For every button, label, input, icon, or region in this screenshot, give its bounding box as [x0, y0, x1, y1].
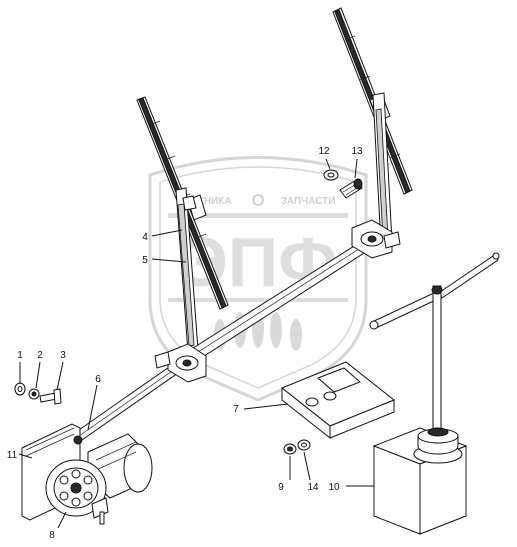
watermark-left-word: ТЕХНИКА: [184, 196, 231, 207]
washer-2: [28, 388, 40, 400]
washer-1: [14, 382, 26, 396]
callout-9: 9: [278, 482, 284, 493]
callout-6: 6: [95, 374, 101, 385]
washer-14: [297, 439, 311, 451]
washer-hose: [369, 252, 500, 431]
callout-14: 14: [307, 482, 319, 493]
watermark-gear-icon: [252, 194, 264, 206]
washer-tank: [372, 427, 468, 535]
mounting-bracket: [281, 361, 395, 440]
callout-12: 12: [318, 146, 330, 157]
nut-9: [283, 443, 297, 455]
callout-10: 10: [328, 482, 340, 493]
callout-7: 7: [233, 404, 239, 415]
leader-lines: [18, 158, 374, 529]
bolt-3: [39, 388, 62, 405]
right-pivot-housing: [351, 219, 401, 259]
callout-4: 4: [142, 232, 148, 243]
callout-1: 1: [17, 350, 23, 361]
callout-13: 13: [351, 146, 363, 157]
callout-11: 11: [7, 450, 18, 461]
watermark-logo: ТЕХНИКА ЗАПЧАСТИ ЭПФ: [148, 156, 368, 402]
wiper-motor: [21, 423, 153, 525]
callout-3: 3: [60, 350, 66, 361]
left-wiper-arm: [175, 187, 199, 353]
callout-5: 5: [142, 255, 148, 266]
washer-12: [323, 169, 339, 181]
right-wiper-blade: [332, 7, 413, 195]
callout-2: 2: [37, 350, 43, 361]
left-pivot-housing: [154, 343, 207, 383]
callout-8: 8: [49, 530, 55, 541]
watermark-right-word: ЗАПЧАСТИ: [281, 196, 336, 207]
bolt-13: [339, 178, 363, 199]
